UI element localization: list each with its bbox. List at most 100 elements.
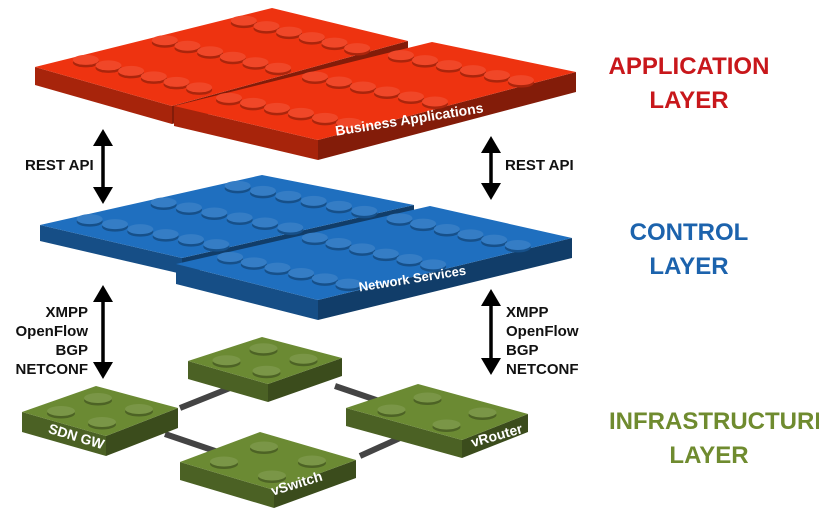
brick-stud bbox=[152, 229, 179, 240]
brick-stud bbox=[242, 57, 269, 68]
application-layer-line1: APPLICATION bbox=[608, 53, 770, 80]
protocol-openflow-left: OpenFlow bbox=[15, 323, 89, 340]
protocol-xmpp-left: XMPP bbox=[45, 304, 88, 321]
brick-stud bbox=[326, 76, 352, 87]
brick-front-face bbox=[188, 361, 268, 402]
brick-stud bbox=[410, 218, 437, 229]
brick-stud bbox=[264, 102, 290, 113]
brick-side-face bbox=[462, 414, 528, 458]
brick-stud bbox=[436, 60, 462, 71]
arrow-southbound-right bbox=[481, 289, 501, 375]
brick-stud bbox=[374, 86, 400, 97]
brick-stud bbox=[388, 50, 414, 61]
brick-stud bbox=[351, 205, 378, 216]
brick-stud bbox=[298, 455, 326, 466]
brick-front-face bbox=[22, 412, 106, 456]
infrastructure-layer-line1: INFRASTRUCTURE bbox=[609, 408, 819, 435]
brick-stud bbox=[288, 107, 314, 118]
brick-stud bbox=[253, 21, 280, 32]
brick-stud bbox=[301, 232, 328, 243]
brick-stud bbox=[432, 419, 461, 430]
brick-stud bbox=[277, 222, 304, 233]
brick-front-face bbox=[180, 462, 274, 508]
brick-stud bbox=[95, 60, 122, 71]
control-layer-label: CONTROL LAYER bbox=[589, 216, 789, 284]
link-sdngw-vswitch bbox=[164, 431, 219, 455]
protocol-xmpp-right: XMPP bbox=[506, 304, 549, 321]
brick-side-face bbox=[106, 408, 178, 456]
arrow-rest-api-left bbox=[93, 129, 113, 204]
control-brick-network-services bbox=[176, 206, 572, 320]
application-layer-line2: LAYER bbox=[649, 87, 729, 114]
brick-stud bbox=[420, 259, 447, 270]
switch-brick-vrouter bbox=[346, 384, 528, 458]
brick-stud bbox=[457, 229, 484, 240]
brick-stud bbox=[226, 212, 253, 223]
brick-stud bbox=[84, 393, 112, 403]
brick-stud bbox=[312, 112, 338, 123]
brick-stud bbox=[275, 190, 302, 201]
brick-stud bbox=[413, 392, 442, 403]
brick-stud bbox=[468, 407, 497, 418]
control-layer-line2: LAYER bbox=[649, 253, 729, 280]
application-brick-business-applications bbox=[174, 42, 576, 160]
brick-stud bbox=[372, 248, 399, 259]
brick-stud bbox=[219, 51, 246, 62]
brick-stud bbox=[264, 262, 291, 273]
switch-brick-sdn-gw bbox=[22, 386, 178, 456]
brick-side-face bbox=[274, 460, 356, 508]
brick-stud bbox=[250, 185, 276, 196]
brick-stud bbox=[140, 71, 167, 82]
infrastructure-layer-label: INFRASTRUCTURE LAYER bbox=[609, 405, 819, 473]
brick-top-face bbox=[188, 337, 342, 384]
brick-stud bbox=[102, 219, 128, 230]
brick-stud bbox=[350, 81, 376, 92]
brick-stud bbox=[240, 97, 266, 108]
brick-stud bbox=[398, 91, 424, 102]
switch-brick-vswitch bbox=[180, 432, 356, 508]
brick-stud bbox=[349, 243, 376, 254]
brick-stud bbox=[288, 268, 315, 278]
protocol-netconf-left: NETCONF bbox=[15, 361, 89, 378]
brick-top-face bbox=[22, 386, 178, 436]
brick-stud bbox=[508, 75, 534, 86]
brick-stud bbox=[252, 217, 278, 228]
brick-stud bbox=[212, 355, 241, 366]
brick-stud bbox=[265, 62, 292, 73]
protocol-bgp-left: BGP bbox=[55, 342, 88, 359]
brick-stud bbox=[258, 470, 286, 481]
brick-front-face bbox=[176, 264, 318, 320]
brick-stud bbox=[335, 278, 362, 289]
southbound-protocols-left: XMPP OpenFlow BGP NETCONF bbox=[10, 303, 89, 379]
brick-top-face bbox=[346, 384, 528, 440]
brick-side-face bbox=[318, 72, 576, 160]
protocol-netconf-right: NETCONF bbox=[506, 361, 579, 378]
link-vswitch-vrouter bbox=[358, 435, 402, 459]
brick-stud bbox=[174, 40, 201, 51]
brick-front-face bbox=[35, 67, 172, 124]
brick-stud bbox=[311, 273, 338, 284]
brick-front-face bbox=[174, 106, 318, 160]
application-layer-label: APPLICATION LAYER bbox=[589, 50, 789, 118]
brick-stud bbox=[47, 406, 75, 416]
brick-stud bbox=[72, 54, 99, 65]
brick-stud bbox=[150, 197, 177, 208]
rest-api-right-label: REST API bbox=[505, 157, 574, 174]
brick-stud bbox=[151, 35, 178, 46]
brick-stud bbox=[326, 200, 352, 211]
brick-stud bbox=[250, 441, 278, 452]
brick-stud bbox=[386, 213, 413, 224]
brick-stud bbox=[240, 257, 267, 268]
brick-stud bbox=[230, 15, 257, 26]
brick-side-face bbox=[318, 238, 572, 320]
brick-stud bbox=[178, 234, 204, 245]
rest-api-left-label: REST API bbox=[25, 157, 94, 174]
brick-stud bbox=[377, 404, 406, 415]
brick-stud bbox=[216, 92, 242, 103]
brick-stud bbox=[344, 43, 371, 54]
brick-stud bbox=[325, 238, 352, 248]
brick-stud bbox=[201, 207, 228, 218]
brick-stud bbox=[249, 343, 278, 354]
brick-stud bbox=[224, 180, 251, 191]
